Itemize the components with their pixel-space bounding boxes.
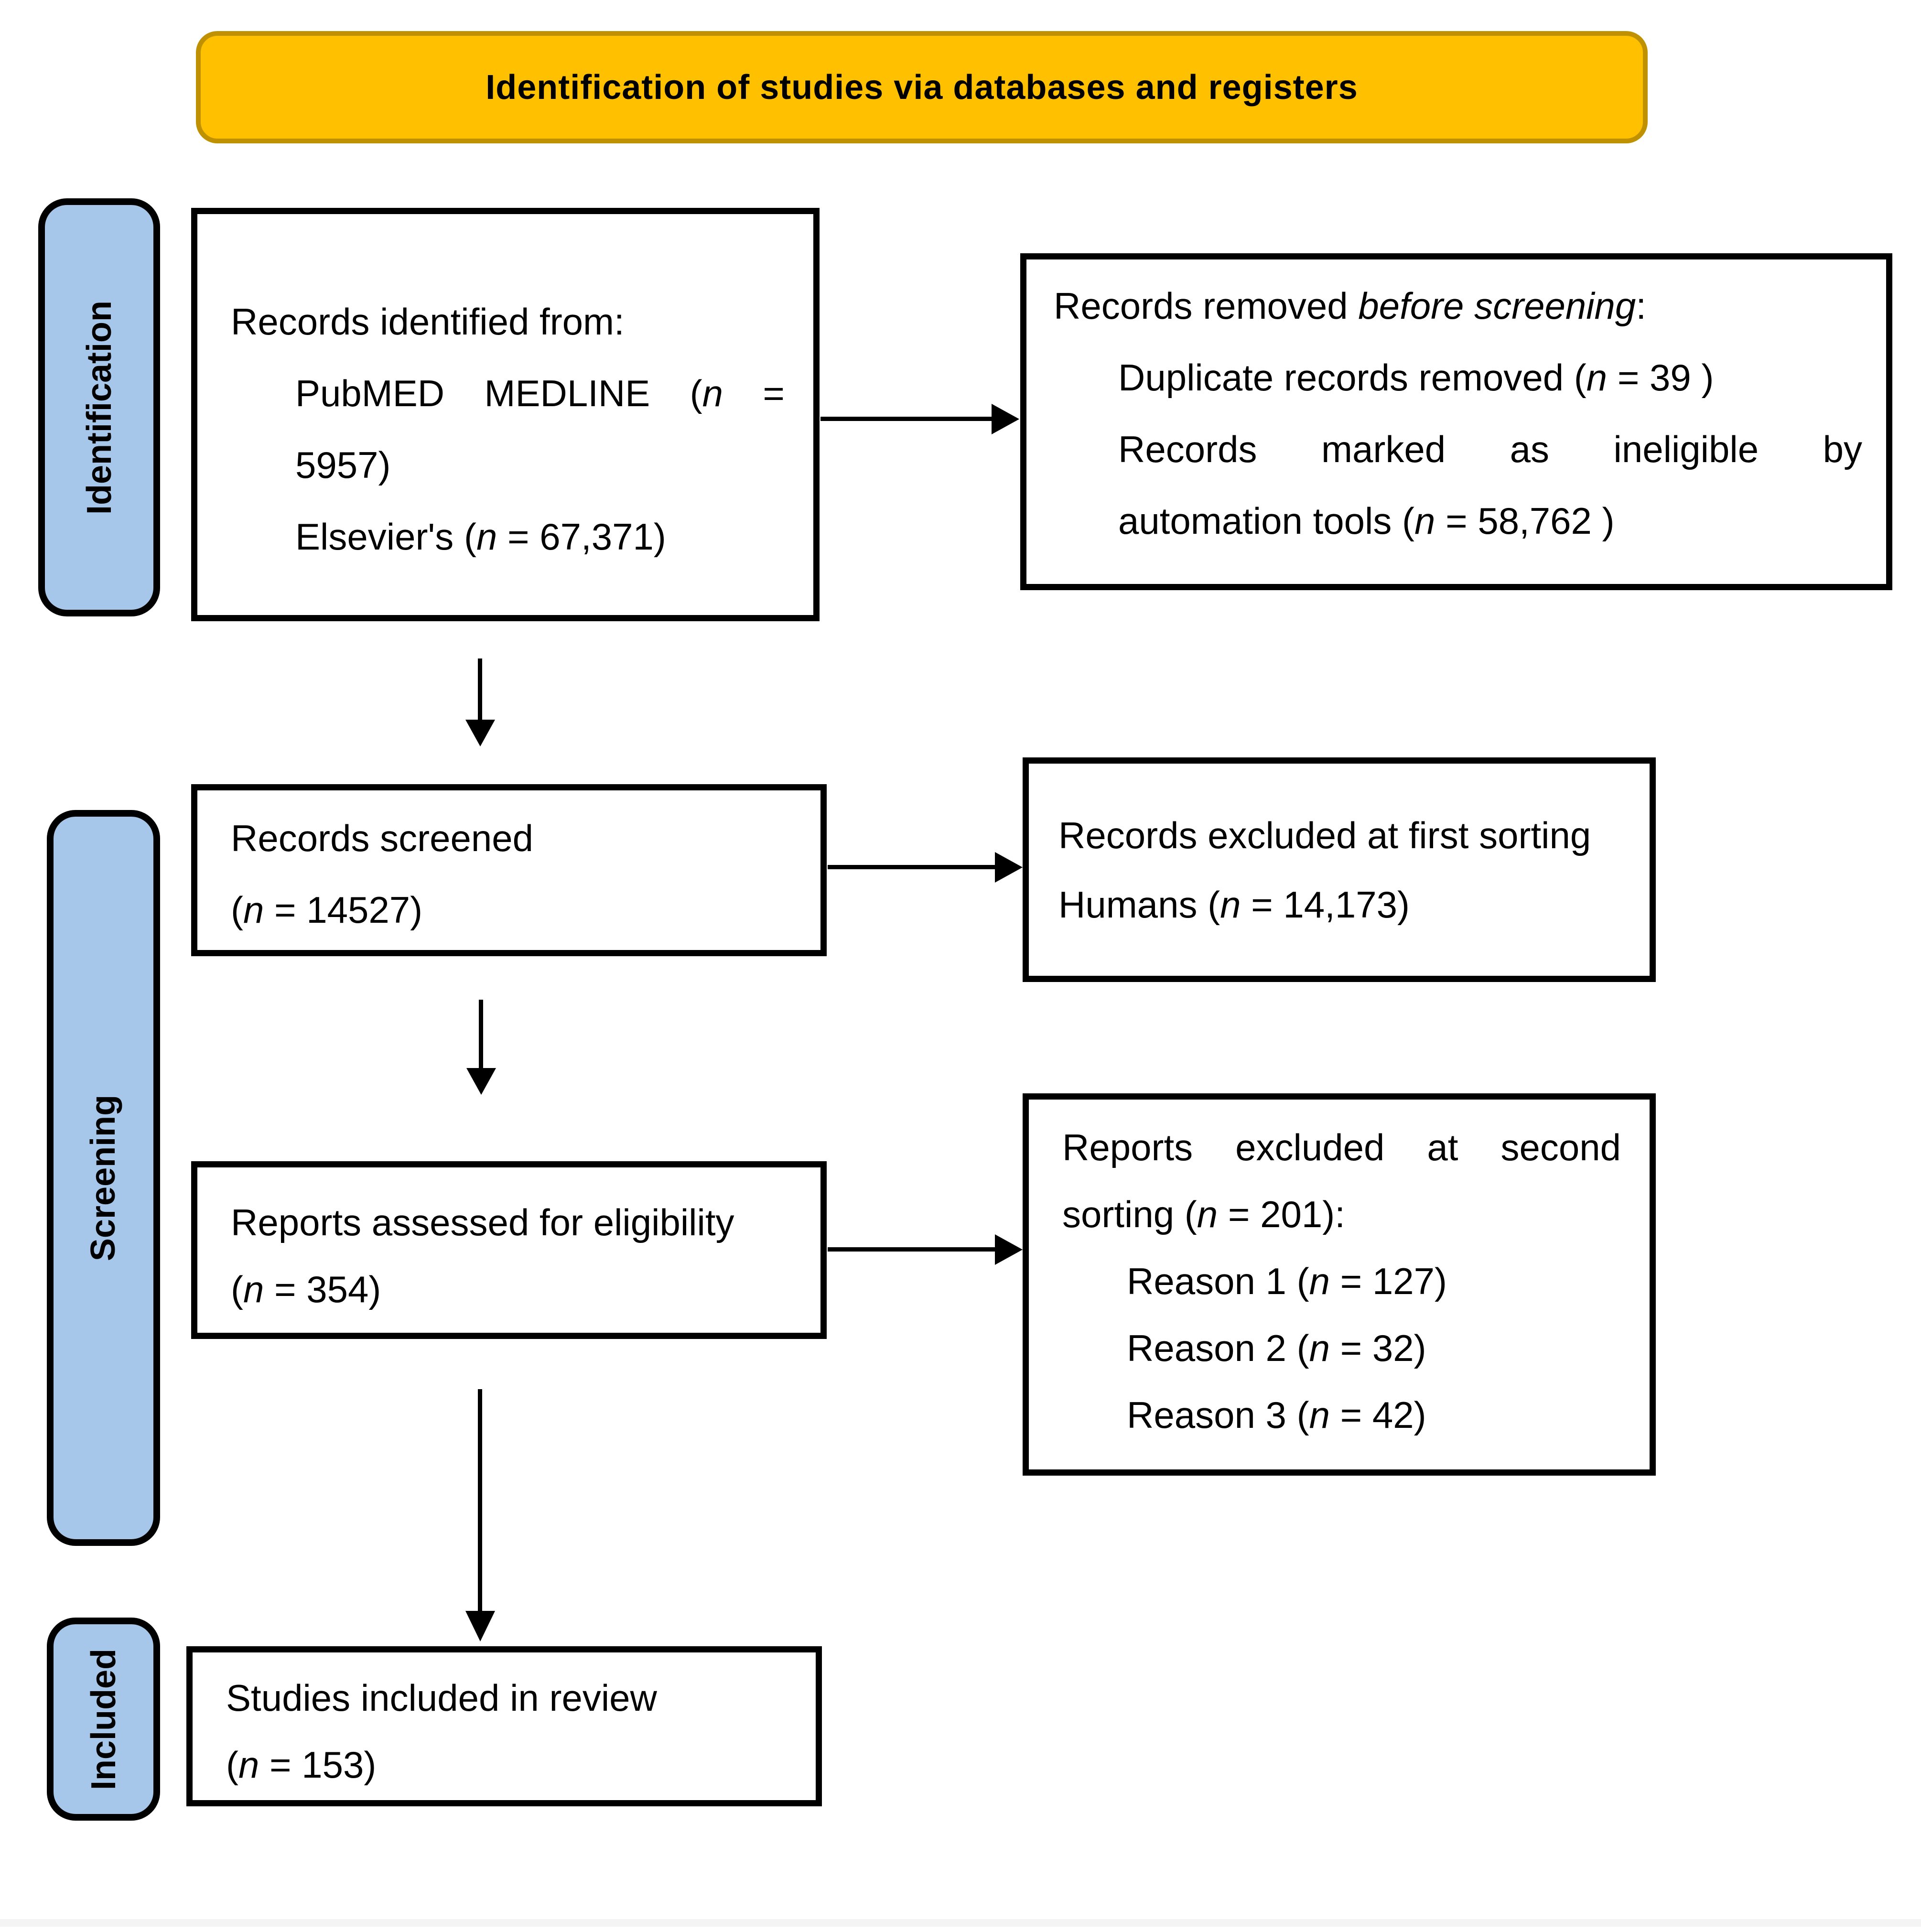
box-records-screened: Records screened (n = 14527): [191, 784, 827, 956]
arrow-assessed-down-to-included: [478, 1389, 482, 1612]
text-line: Records removed before screening:: [1054, 285, 1646, 327]
diagram-title: Identification of studies via databases …: [486, 68, 1358, 107]
arrow-screened-down-to-assessed: [479, 1000, 483, 1069]
box-records-removed-before-screening: Records removed before screening: Duplica…: [1020, 253, 1892, 590]
arrow-identified-to-removed: [820, 417, 993, 421]
text-line: Studies included in review: [226, 1677, 657, 1719]
text-line: Duplicate records removed (n = 39 ): [1118, 356, 1714, 399]
text-line: Records identified from:: [231, 301, 625, 343]
arrow-identified-down-to-screened: [478, 658, 482, 721]
stage-screening: Screening: [47, 810, 160, 1546]
box-reports-assessed-eligibility: Reports assessed for eligibility (n = 354…: [191, 1161, 827, 1339]
stage-included-label: Included: [84, 1648, 123, 1790]
arrow-screened-to-excluded-first: [828, 865, 996, 869]
text-line: (n = 153): [226, 1744, 377, 1786]
box-studies-included: Studies included in review (n = 153): [186, 1646, 822, 1806]
text-line: Records excluded at first sorting: [1058, 814, 1591, 856]
stage-included: Included: [47, 1618, 160, 1821]
text-line: Reason 2 (n = 32): [1127, 1327, 1426, 1369]
text-line: Reason 1 (n = 127): [1127, 1260, 1447, 1302]
text-line: Records screened: [231, 817, 533, 859]
text-line: sorting (n = 201):: [1062, 1193, 1345, 1235]
text-line: automation tools (n = 58,762 ): [1118, 500, 1615, 542]
arrow-assessed-to-excluded-second: [828, 1247, 996, 1252]
title-banner: Identification of studies via databases …: [196, 31, 1648, 143]
text-line: 5957): [295, 444, 391, 486]
text-line: Humans (n = 14,173): [1058, 884, 1410, 926]
stage-screening-label: Screening: [84, 1094, 123, 1262]
text-line: (n = 354): [231, 1268, 381, 1310]
bottom-scrollbar-strip: [0, 1919, 1921, 1927]
text-line: Reports assessed for eligibility: [231, 1201, 734, 1243]
text-line: Elsevier's (n = 67,371): [295, 516, 666, 558]
text-line: (n = 14527): [231, 889, 423, 931]
stage-identification-label: Identification: [80, 300, 119, 515]
stage-identification: Identification: [38, 198, 160, 616]
text-line: Reason 3 (n = 42): [1127, 1394, 1426, 1436]
